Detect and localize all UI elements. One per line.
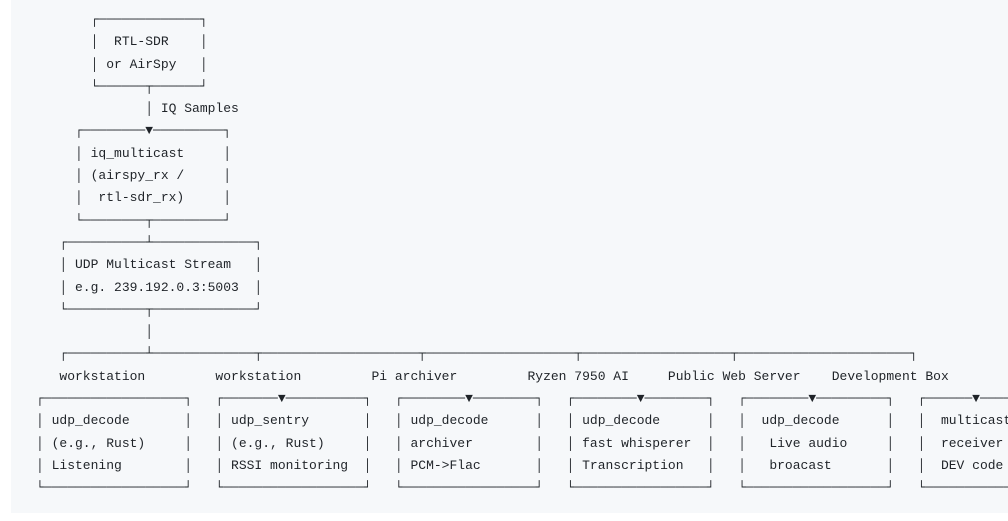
diagram-line: │ IQ Samples [36, 101, 239, 117]
diagram-line: ┌──────────┴─────────────┬──────────────… [36, 346, 918, 362]
diagram-line: │ (airspy_rx / │ [36, 168, 232, 184]
diagram-line: │ udp_decode │ │ udp_sentry │ │ udp_deco… [36, 413, 1008, 429]
diagram-line: │ Listening │ │ RSSI monitoring │ │ PCM-… [36, 457, 1008, 473]
code-block: ┌─────────────┐ │ RTL-SDR │ │ or AirSpy … [11, 0, 1008, 513]
diagram-line: │ iq_multicast │ [36, 145, 232, 161]
diagram-line: ┌──────────┴─────────────┐ [36, 234, 263, 250]
diagram-line: │ UDP Multicast Stream │ [36, 257, 263, 273]
diagram-line: │ e.g. 239.192.0.3:5003 │ [36, 279, 263, 295]
diagram-line: │ or AirSpy │ [36, 56, 208, 72]
diagram-line: ┌─────────────┐ [36, 12, 208, 27]
diagram-line: │ rtl-sdr_rx) │ [36, 190, 232, 206]
diagram-line: workstation workstation Pi archiver Ryze… [36, 368, 949, 384]
diagram-line: └────────┬─────────┘ [36, 212, 232, 228]
diagram-line: └──────────┬─────────────┘ [36, 301, 263, 317]
diagram-line: │ (e.g., Rust) │ │ (e.g., Rust) │ │ arch… [36, 435, 1008, 451]
ascii-flow-diagram: ┌─────────────┐ │ RTL-SDR │ │ or AirSpy … [36, 9, 1008, 500]
diagram-line: │ [36, 324, 154, 340]
diagram-line: │ RTL-SDR │ [36, 34, 208, 50]
diagram-line: ┌──────────────────┐ ┌───────▼──────────… [36, 391, 1008, 407]
diagram-line: └──────┬──────┘ [36, 78, 208, 94]
diagram-line: └──────────────────┘ └──────────────────… [36, 480, 1008, 496]
diagram-line: ┌────────▼─────────┐ [36, 123, 232, 139]
